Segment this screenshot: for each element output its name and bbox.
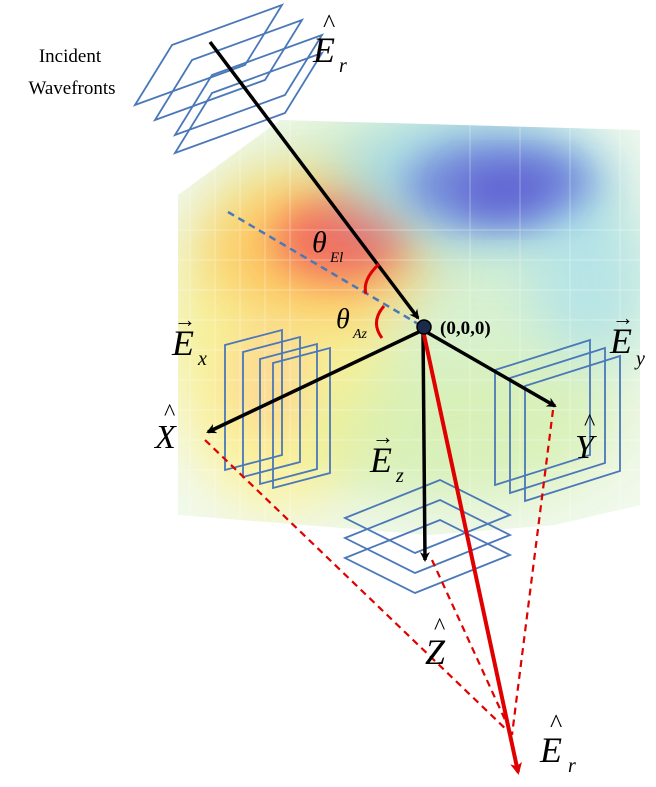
- elevation-reference-line: [227, 210, 421, 327]
- svg-text:E: E: [609, 321, 632, 361]
- x-axis-label: X ^: [153, 400, 177, 456]
- heatmap-volume: [178, 120, 640, 535]
- reflected-ray: [421, 329, 522, 775]
- svg-text:^: ^: [584, 410, 595, 436]
- z-axis-label: Z ^: [425, 614, 446, 672]
- theta-az-label: θ Az: [336, 304, 368, 342]
- z-axis-arrow: [419, 329, 430, 562]
- azimuth-angle-arc: [375, 305, 386, 339]
- y-axis-arrow: [422, 328, 557, 408]
- origin-point: [416, 319, 432, 335]
- ez-label: E → z: [369, 424, 404, 487]
- elevation-angle-arc: [363, 262, 381, 295]
- svg-text:Y: Y: [575, 429, 597, 466]
- svg-text:z: z: [395, 465, 404, 487]
- ey-label: E → y: [609, 305, 645, 370]
- ex-wavefronts: [224, 328, 331, 490]
- svg-text:^: ^: [434, 614, 445, 640]
- incident-wavefronts: [132, 3, 325, 155]
- svg-text:Az: Az: [352, 327, 368, 342]
- svg-text:r: r: [339, 55, 347, 77]
- er-bottom-label: E ^ r: [539, 709, 576, 777]
- projection-lines: [204, 409, 555, 736]
- er-top-label: E ^ r: [312, 9, 347, 77]
- incident-ray: [208, 40, 420, 320]
- svg-text:r: r: [568, 755, 576, 777]
- x-axis-arrow: [206, 328, 424, 434]
- svg-text:→: →: [174, 307, 196, 332]
- svg-text:x: x: [197, 348, 207, 370]
- svg-text:^: ^: [550, 709, 562, 738]
- svg-text:El: El: [329, 250, 343, 266]
- incident-label-line1: Incident: [39, 46, 102, 67]
- svg-text:^: ^: [323, 9, 335, 38]
- svg-text:→: →: [612, 305, 634, 330]
- svg-text:y: y: [634, 348, 645, 370]
- svg-text:E: E: [539, 730, 562, 770]
- incident-label-line2: Wavefronts: [28, 78, 115, 99]
- svg-text:E: E: [369, 440, 392, 480]
- ey-wavefronts: [494, 338, 621, 503]
- svg-text:→: →: [372, 424, 394, 449]
- theta-el-label: θ El: [312, 226, 343, 266]
- y-axis-label: Y ^: [575, 410, 597, 466]
- ex-label: E → x: [171, 307, 207, 370]
- svg-text:X: X: [153, 419, 177, 456]
- svg-text:E: E: [171, 323, 194, 363]
- ez-wavefronts: [342, 479, 513, 594]
- svg-text:θ: θ: [336, 304, 350, 335]
- svg-text:θ: θ: [312, 226, 327, 259]
- svg-text:^: ^: [164, 400, 175, 426]
- svg-text:E: E: [312, 30, 335, 70]
- svg-text:Z: Z: [425, 632, 446, 672]
- origin-label: (0,0,0): [440, 318, 491, 339]
